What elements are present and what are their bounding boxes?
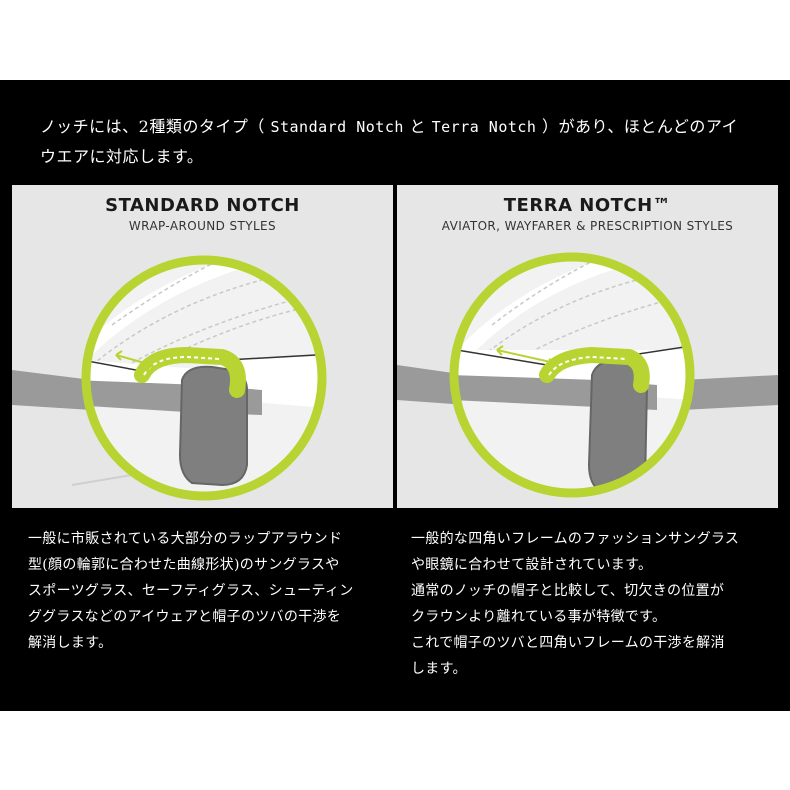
terra-desc-line: これで帽子のツバと四角いフレームの干渉を解消: [411, 635, 725, 651]
standard-notch-title: STANDARD NOTCH: [105, 195, 300, 216]
terra-notch-description: 一般的な四角いフレームのファッションサングラス や眼鏡に合わせて設計されています…: [411, 526, 771, 682]
standard-desc-line: スポーツグラス、セーフティグラス、シューティン: [28, 583, 354, 599]
terra-notch-subtitle: AVIATOR, WAYFARER & PRESCRIPTION STYLES: [441, 219, 734, 233]
terra-notch-illustration: [397, 252, 778, 498]
terra-notch-title: TERRA NOTCH™: [503, 195, 672, 216]
intro-line-2: ウエアに対応します。: [40, 147, 204, 166]
intro-line1-pre: ノッチには、2種類のタイプ（: [40, 117, 265, 136]
intro-standard-notch: Standard Notch: [270, 118, 404, 136]
standard-desc-line: 解消します。: [28, 635, 113, 651]
terra-desc-line: 一般的な四角いフレームのファッションサングラス: [411, 531, 740, 547]
intro-line1-post: ）があり、ほとんどのアイ: [542, 117, 739, 136]
standard-desc-line: 型(顔の輪郭に合わせた曲線形状)のサングラスや: [28, 557, 340, 573]
intro-terra-notch: Terra Notch: [431, 118, 537, 136]
intro-text: ノッチには、2種類のタイプ（ Standard Notch と Terra No…: [40, 112, 770, 171]
standard-desc-line: 一般に市販されている大部分のラップアラウンド: [28, 531, 343, 547]
terra-notch-card: TERRA NOTCH™ AVIATOR, WAYFARER & PRESCRI…: [397, 185, 778, 508]
terra-desc-line: します。: [411, 661, 467, 677]
standard-notch-illustration: [12, 255, 327, 501]
intro-line-1: ノッチには、2種類のタイプ（ Standard Notch と Terra No…: [40, 112, 770, 142]
terra-desc-line: 通常のノッチの帽子と比較して、切欠きの位置が: [411, 583, 725, 599]
standard-desc-line: ググラスなどのアイウェアと帽子のツバの干渉を: [28, 609, 342, 625]
standard-notch-subtitle: WRAP-AROUND STYLES: [128, 219, 277, 233]
standard-notch-description: 一般に市販されている大部分のラップアラウンド 型(顔の輪郭に合わせた曲線形状)の…: [28, 526, 378, 656]
intro-and: と: [409, 117, 427, 136]
terra-desc-line: クラウンより離れている事が特徴です。: [411, 609, 667, 625]
terra-desc-line: や眼鏡に合わせて設計されています。: [411, 557, 653, 573]
standard-notch-card: STANDARD NOTCH WRAP-AROUND STYLES: [12, 185, 393, 508]
